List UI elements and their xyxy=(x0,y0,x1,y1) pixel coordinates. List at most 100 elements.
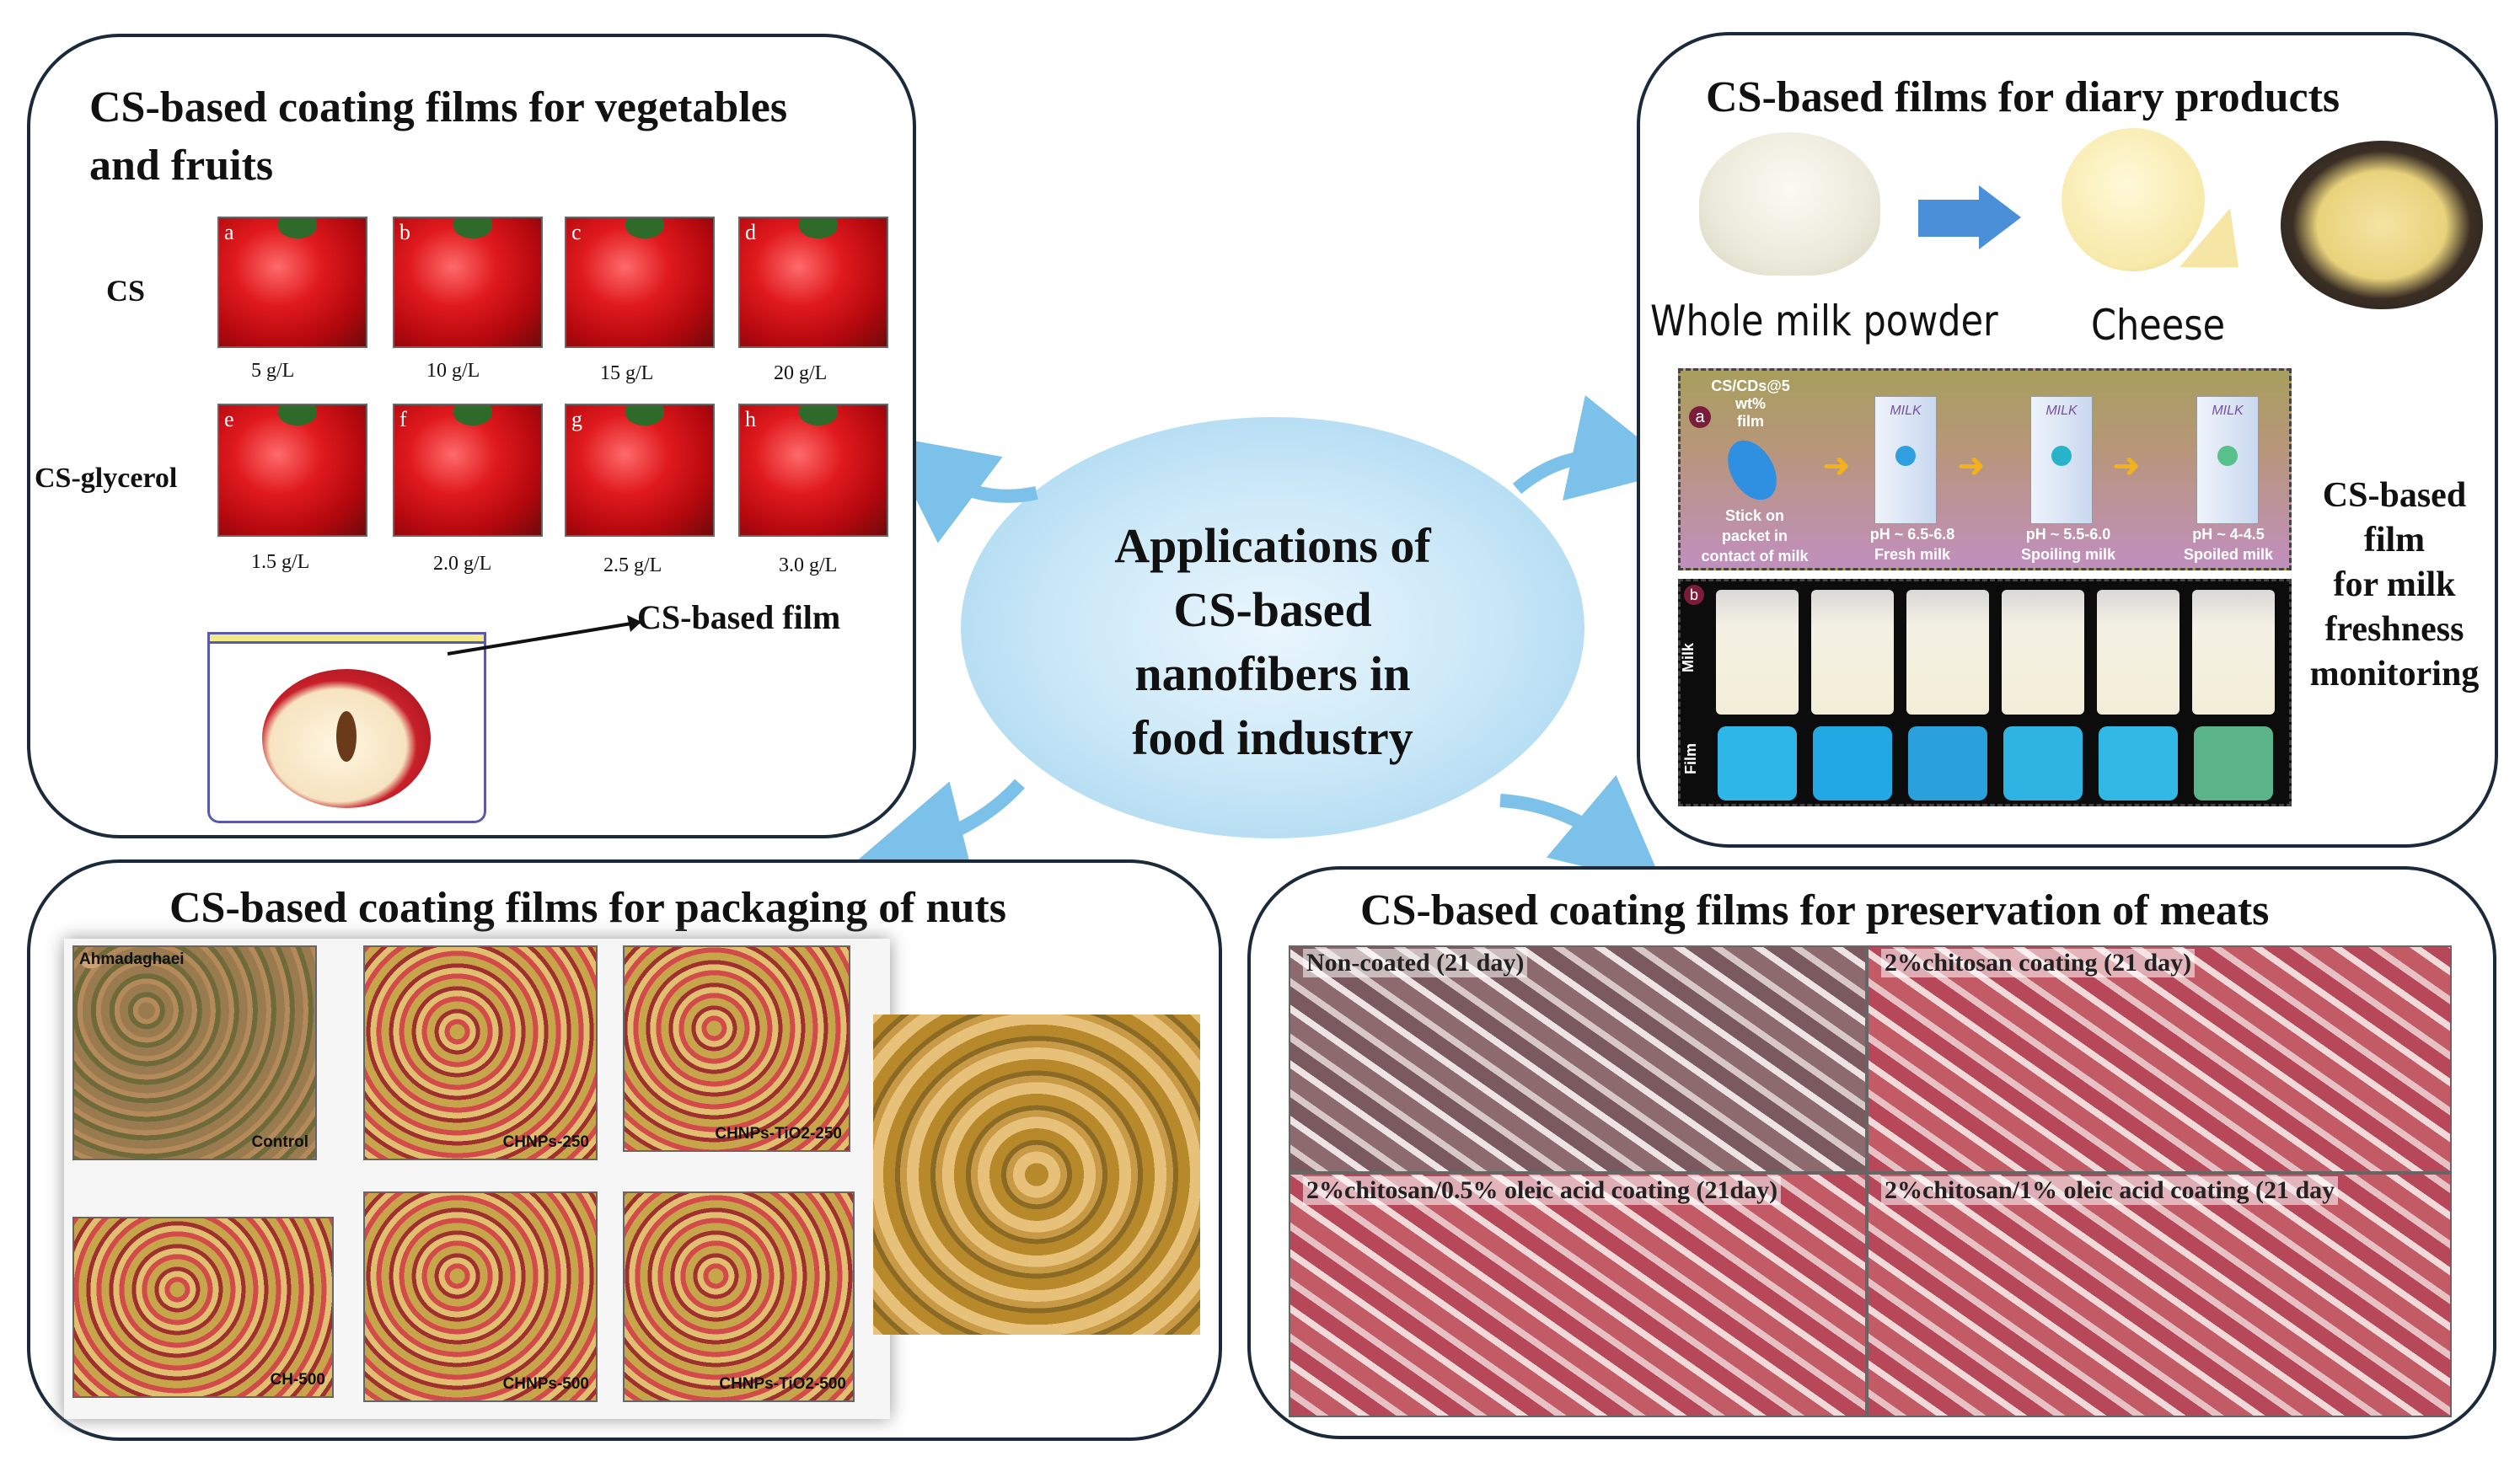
nut-sample-label: CHNPs-TiO2-250 xyxy=(715,1125,842,1143)
veg-title-line: CS-based coating films for vegetables xyxy=(89,83,788,131)
carton-text: MILK xyxy=(2212,404,2244,418)
row-label-cs-glycerol: CS-glycerol xyxy=(35,463,178,494)
step-arrow-icon: ➜ xyxy=(1822,447,1851,485)
film-square xyxy=(2003,726,2083,800)
process-arrow-head-icon xyxy=(1979,185,2021,249)
milk-jar xyxy=(2002,590,2084,715)
tomato-photo-h: h xyxy=(738,404,888,537)
film-container xyxy=(207,632,486,823)
stage-ph: pH ~ 4-4.5 xyxy=(2192,526,2265,543)
film-square xyxy=(1908,726,1987,800)
conc-label: 10 g/L xyxy=(426,360,480,382)
stage-state: Fresh milk xyxy=(1874,546,1951,563)
dairy-panel: CS-based films for diary products Whole … xyxy=(1637,32,2498,848)
veg-panel: CS-based coating films for vegetables an… xyxy=(27,34,916,838)
nut-sample-chnps-tio2-250: CHNPs-TiO2-250 xyxy=(623,945,850,1152)
carton-sensor-icon xyxy=(2051,446,2072,466)
carton-sensor-icon xyxy=(2217,446,2238,466)
process-arrow-icon xyxy=(1918,200,1981,237)
tomato-photo-f: f xyxy=(393,404,543,537)
dairy-title: CS-based films for diary products xyxy=(1706,73,2340,121)
milk-carton-fresh: MILK xyxy=(1874,396,1937,524)
side-label-line: CS-based xyxy=(2322,476,2467,515)
meat-sample-label: Non-coated (21 day) xyxy=(1303,949,1528,977)
nuts-photo-board: Ahmadaghaei Control CHNPs-250 CHNPs-TiO2… xyxy=(64,939,890,1419)
center-title: Applications of CS-based nanofibers in f… xyxy=(961,514,1584,770)
milk-row-label: Milk xyxy=(1680,642,1697,673)
center-line: CS-based xyxy=(1173,582,1372,637)
milk-jar xyxy=(2097,590,2180,715)
milk-carton-spoiled: MILK xyxy=(2196,396,2259,524)
nut-sample-chnps-tio2-500: CHNPs-TiO2-500 xyxy=(623,1191,855,1402)
veg-title-line: and fruits xyxy=(89,141,274,190)
meat-sample-label: 2%chitosan coating (21 day) xyxy=(1881,949,2196,977)
milk-jar xyxy=(1716,590,1799,715)
tomato-photo-a: a xyxy=(217,217,367,348)
meat-sample-chitosan-1-oleic: 2%chitosan/1% oleic acid coating (21 day xyxy=(1867,1173,2452,1417)
arrow-to-veg xyxy=(883,435,1038,543)
meats-panel: CS-based coating films for preservation … xyxy=(1247,866,2496,1439)
center-line: food industry xyxy=(1132,710,1413,765)
conc-label: 5 g/L xyxy=(251,360,295,382)
meat-sample-non-coated: Non-coated (21 day) xyxy=(1289,945,1867,1173)
nut-sample-chnps-500: CHNPs-500 xyxy=(363,1191,598,1402)
conc-label: 20 g/L xyxy=(774,362,828,384)
milk-jar xyxy=(1906,590,1989,715)
film-square xyxy=(1718,726,1797,800)
film-label: CS-based film xyxy=(637,598,841,636)
tomato-photo-c: c xyxy=(565,217,715,348)
conc-label: 2.0 g/L xyxy=(433,553,492,575)
nut-sample-control: Ahmadaghaei Control xyxy=(72,945,317,1160)
film-square xyxy=(1813,726,1892,800)
carton-text: MILK xyxy=(2045,404,2078,418)
film-disc-icon xyxy=(1718,431,1787,509)
nut-sample-label: CH-500 xyxy=(270,1371,325,1389)
cheese-bowl-image xyxy=(2281,141,2483,309)
tomato-photo-e: e xyxy=(217,404,367,537)
nuts-title: CS-based coating films for packaging of … xyxy=(169,884,1006,932)
center-line: nanofibers in xyxy=(1134,646,1411,701)
row-label-cs: CS xyxy=(106,274,146,308)
film-row-label: Film xyxy=(1682,742,1700,775)
step-arrow-icon: ➜ xyxy=(2112,447,2141,485)
film-square xyxy=(2194,726,2273,800)
meat-sample-label: 2%chitosan/1% oleic acid coating (21 day xyxy=(1881,1176,2339,1205)
conc-label: 15 g/L xyxy=(600,362,654,384)
arrow-to-meats xyxy=(1499,774,1664,886)
apple-image xyxy=(262,669,431,808)
stage-state: Spoiling milk xyxy=(2020,546,2115,563)
veg-title: CS-based coating films for vegetables an… xyxy=(89,79,787,195)
nut-sample-label: CHNPs-TiO2-500 xyxy=(719,1375,846,1393)
nuts-panel: CS-based coating films for packaging of … xyxy=(27,859,1222,1441)
variety-label: Ahmadaghaei xyxy=(79,950,185,968)
stage-state: Spoiled milk xyxy=(2183,546,2274,563)
tomato-photo-d: d xyxy=(738,217,888,348)
milk-powder-image xyxy=(1699,132,1880,276)
milk-jar xyxy=(2192,590,2275,715)
milk-monitoring-label: CS-based film for milk freshness monitor… xyxy=(2302,474,2487,697)
meat-sample-chitosan-0-5-oleic: 2%chitosan/0.5% oleic acid coating (21da… xyxy=(1289,1173,1867,1417)
nut-sample-label: CHNPs-250 xyxy=(502,1133,589,1151)
powder-label: Whole milk powder xyxy=(1650,297,1998,345)
nut-sample-label: CHNPs-500 xyxy=(502,1375,589,1393)
carton-sensor-icon xyxy=(1895,446,1916,466)
conc-label: 1.5 g/L xyxy=(251,551,310,573)
step-arrow-icon: ➜ xyxy=(1957,447,1986,485)
milk-jar xyxy=(1811,590,1894,715)
side-label-line: for milk xyxy=(2333,565,2456,604)
arrow-to-dairy xyxy=(1512,395,1680,501)
panel-letter-b: b xyxy=(1684,585,1704,605)
tomato-photo-b: b xyxy=(393,217,543,348)
film-box-label: CS/CDs@5 wt% film xyxy=(1711,377,1790,430)
side-label-line: freshness xyxy=(2324,610,2464,649)
nut-sample-label: Control xyxy=(251,1133,308,1151)
tomato-photo-g: g xyxy=(565,404,715,537)
freshness-panel-a: a CS/CDs@5 wt% film Stick on packet in c… xyxy=(1678,368,2292,570)
arrow-to-nuts xyxy=(857,779,1025,886)
center-ellipse: Applications of CS-based nanofibers in f… xyxy=(961,417,1584,838)
cashew-package-image xyxy=(873,1015,1200,1335)
panel-letter-a: a xyxy=(1689,406,1711,428)
stage-ph: pH ~ 6.5-6.8 xyxy=(1869,526,1955,543)
film-square xyxy=(2099,726,2178,800)
